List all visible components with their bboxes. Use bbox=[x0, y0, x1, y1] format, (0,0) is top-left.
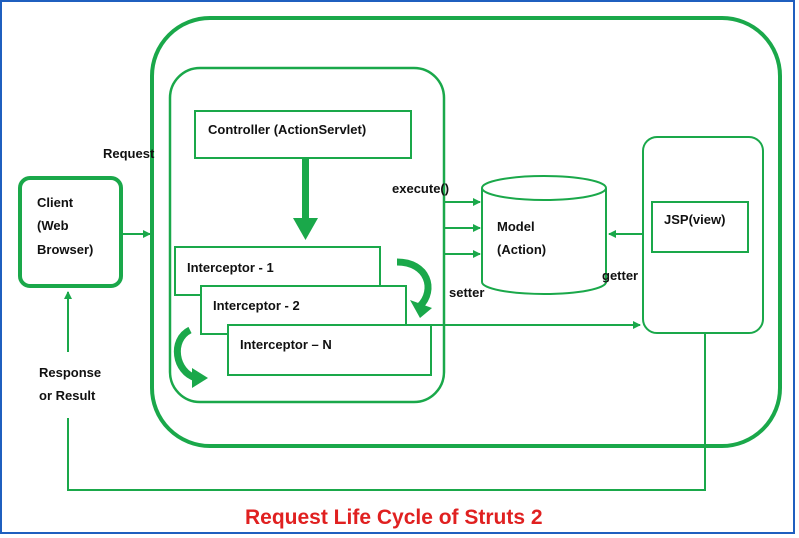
curved-arrow-right bbox=[396, 258, 432, 309]
interceptor-1-label: Interceptor - 1 bbox=[187, 260, 274, 275]
execute-label: execute() bbox=[392, 181, 449, 196]
controller-label: Controller (ActionServlet) bbox=[208, 122, 366, 137]
model-cylinder bbox=[481, 175, 607, 295]
response-path bbox=[67, 333, 706, 491]
response-label-line1: Response bbox=[39, 365, 101, 380]
jsp-view-box bbox=[651, 201, 749, 253]
client-label-line1: Client bbox=[37, 195, 74, 210]
curved-arrow-left-head bbox=[192, 368, 208, 388]
client-box bbox=[18, 176, 123, 288]
controller-box bbox=[194, 110, 412, 159]
interceptor-2-label: Interceptor - 2 bbox=[213, 298, 300, 313]
interceptor-n-box bbox=[227, 324, 432, 376]
model-label-line2: (Action) bbox=[497, 242, 546, 257]
getter-label: getter bbox=[602, 268, 638, 283]
curved-arrow-left bbox=[173, 326, 198, 382]
client-label-line3: Browser) bbox=[37, 242, 93, 257]
curved-arrow-right-head bbox=[410, 300, 432, 318]
filter-container bbox=[168, 66, 446, 404]
response-label-line2: or Result bbox=[39, 388, 96, 403]
setter-label: setter bbox=[449, 285, 484, 300]
interceptor-n-label: Interceptor – N bbox=[240, 337, 332, 352]
diagram-title: Request Life Cycle of Struts 2 bbox=[245, 506, 543, 529]
client-label-line2: (Web bbox=[37, 218, 69, 233]
request-label: Request bbox=[103, 146, 155, 161]
controller-down-arrow-head bbox=[293, 218, 318, 240]
framework-container bbox=[150, 16, 782, 448]
controller-down-arrow-shaft bbox=[302, 158, 309, 220]
jsp-view-label: JSP(view) bbox=[664, 212, 725, 227]
model-label-line1: Model bbox=[497, 219, 535, 234]
